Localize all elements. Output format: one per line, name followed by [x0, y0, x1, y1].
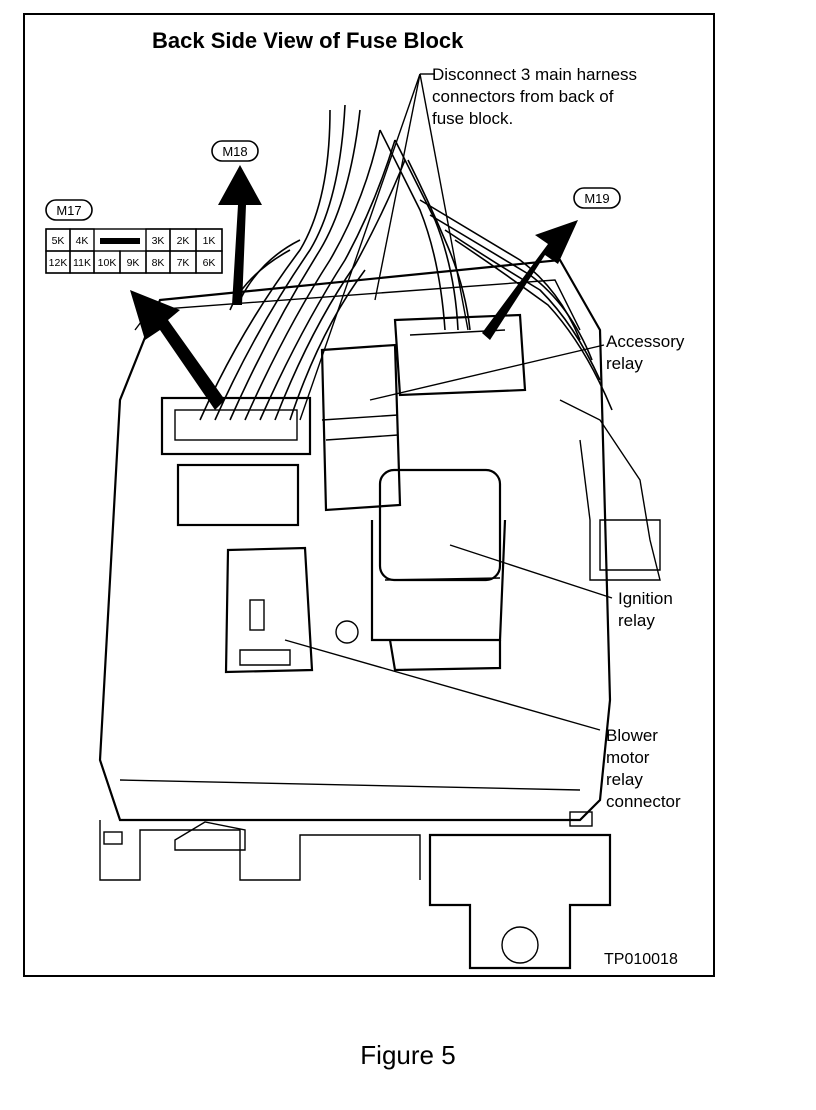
pin-11k: 11K [73, 257, 91, 269]
accessory-relay-callout: Accessory relay [606, 332, 685, 373]
wire-harness-bundle [199, 104, 613, 421]
m18-arrow [218, 165, 262, 305]
blower-relay-connector [224, 546, 314, 674]
accessory-callout-line-2: relay [606, 354, 643, 373]
accessory-callout-line-1: Accessory [606, 332, 685, 351]
harness-callout: Disconnect 3 main harness connectors fro… [432, 65, 637, 128]
m17-label: M17 [56, 203, 81, 218]
m17-badge: M17 [45, 199, 93, 221]
fuse-block-body [98, 258, 661, 970]
pin-1k: 1K [203, 235, 216, 247]
harness-callout-line-2: connectors from back of [432, 87, 614, 106]
ignition-relay-callout: Ignition relay [618, 589, 673, 630]
ignition-callout-line-2: relay [618, 611, 655, 630]
blower-callout-line-2: motor [606, 748, 650, 767]
pin-5k: 5K [52, 235, 65, 247]
m19-badge: M19 [573, 187, 621, 209]
figure-border [23, 13, 715, 977]
diagram-title: Back Side View of Fuse Block [152, 28, 464, 53]
m19-arrow [482, 220, 578, 340]
harness-callout-line-3: fuse block. [432, 109, 513, 128]
ignition-relay [370, 468, 507, 672]
harness-callout-line-1: Disconnect 3 main harness [432, 65, 637, 84]
pin-9k: 9K [127, 257, 140, 269]
pin-7k: 7K [177, 257, 190, 269]
pin-2k: 2K [177, 235, 190, 247]
pin-3k: 3K [152, 235, 165, 247]
m18-label: M18 [222, 144, 247, 159]
pin-8k: 8K [152, 257, 165, 269]
m19-label: M19 [584, 191, 609, 206]
figure-caption: Figure 5 [360, 1040, 456, 1070]
pin-12k: 12K [49, 257, 68, 269]
right-harness-connector [393, 313, 527, 397]
pin-10k: 10K [98, 257, 117, 269]
blower-callout-line-1: Blower [606, 726, 658, 745]
leader-lines [284, 73, 613, 731]
m17-arrow [130, 290, 225, 410]
pin-6k: 6K [203, 257, 216, 269]
accessory-relay [320, 343, 402, 512]
m17-pin-grid: 5K 4K 3K 2K 1K 12K 11K 10K 9K 8K 7K 6K [45, 228, 223, 274]
reference-code: TP010018 [604, 951, 678, 968]
ignition-callout-line-1: Ignition [618, 589, 673, 608]
left-harness-connector [160, 396, 312, 527]
pin-4k: 4K [76, 235, 89, 247]
blower-callout-line-3: relay [606, 770, 643, 789]
blower-callout-line-4: connector [606, 792, 681, 811]
blower-relay-callout: Blower motor relay connector [606, 726, 681, 811]
m18-badge: M18 [211, 140, 259, 162]
